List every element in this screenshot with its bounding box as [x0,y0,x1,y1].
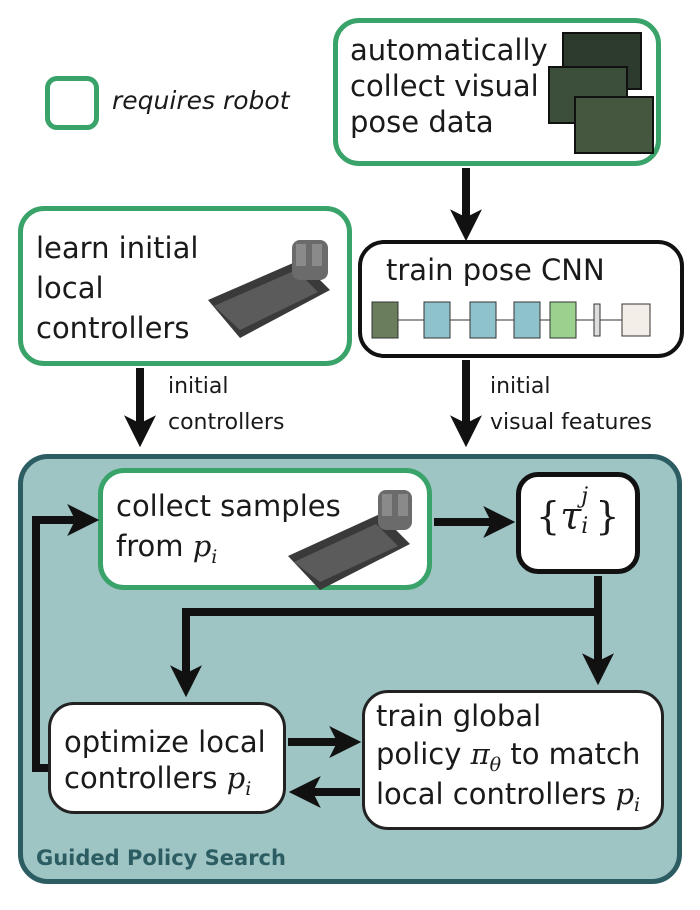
train-global-match: to match [501,737,641,771]
collect-samples-sub: i [211,545,218,568]
edge-label-initial-controllers-2: controllers [168,410,285,435]
train-global-policy: policy [376,737,471,771]
collect-samples-line-2: from pi [116,528,217,575]
optimize-var: p [226,761,246,795]
trajectories-node [516,472,640,574]
tau-symbol: τ [560,494,582,538]
collect-samples-var: p [192,529,212,563]
region-title: Guided Policy Search [36,846,286,870]
train-global-pi: π [470,737,490,771]
arrow-tau-to-optimize [170,576,602,698]
train-global-line-1: train global [376,699,542,733]
train-global-policy-node [362,690,664,830]
train-global-pi-sub: θ [489,753,502,776]
learn-local-line-3: controllers [36,311,190,345]
optimize-line-2: controllers pi [64,760,251,807]
train-global-var: p [615,777,635,811]
train-global-line-3: local controllers pi [376,776,640,823]
camera-image-3 [574,96,654,154]
tau-sub: i [581,514,589,539]
collect-samples-line-1: collect samples [116,489,341,523]
edge-label-initial-visual-1: initial [490,374,551,399]
collect-visual-line-3: pose data [350,105,494,139]
collect-samples-from: from [116,529,193,563]
learn-local-line-1: learn initial [36,231,199,265]
arrow-optimize-to-samples [32,504,100,772]
optimize-controllers: controllers [64,761,227,795]
optimize-line-1: optimize local [64,725,266,759]
train-global-line-2: policy πθ to match [376,736,640,783]
train-global-sub: i [634,793,641,816]
optimize-sub: i [245,777,252,800]
collect-visual-line-2: collect visual [350,69,539,103]
tau-sup: j [581,484,589,509]
optimize-local-controllers-node [48,702,286,814]
edge-label-initial-controllers-1: initial [168,374,229,399]
learn-local-line-2: local [36,271,104,305]
edge-label-initial-visual-2: visual features [490,410,653,435]
collect-visual-line-1: automatically [350,33,548,67]
train-cnn-label: train pose CNN [386,253,605,287]
legend-label: requires robot [112,86,290,115]
legend-swatch [45,76,99,130]
train-global-local: local controllers [376,777,616,811]
